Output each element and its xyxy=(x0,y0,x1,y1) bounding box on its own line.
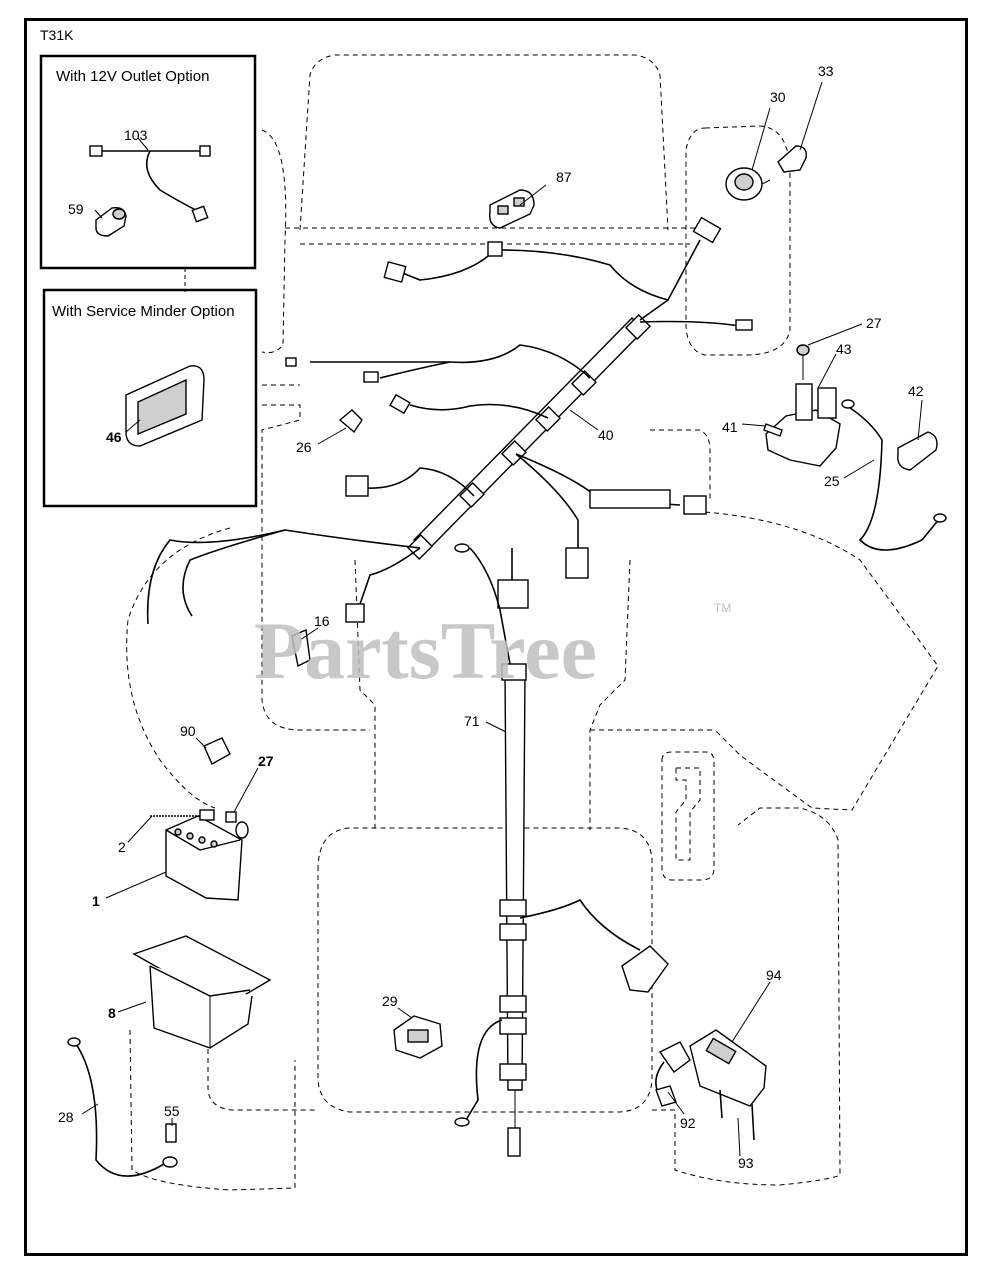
connector-part xyxy=(487,241,503,257)
callout-55: 55 xyxy=(164,1103,180,1119)
connector-part xyxy=(345,475,369,497)
outlet-harness-part xyxy=(89,145,211,223)
connector-part xyxy=(363,371,379,383)
key-part xyxy=(777,145,807,173)
callout-33: 33 xyxy=(818,63,834,79)
callout-8: 8 xyxy=(108,1005,116,1021)
callout-71: 71 xyxy=(464,713,480,729)
terminal-boot-part xyxy=(897,431,938,471)
callout-103: 103 xyxy=(124,127,148,143)
pto-switch-part xyxy=(489,189,535,229)
watermark: PartsTree xyxy=(254,605,597,696)
callout-labels: 103 59 46 87 30 33 27 43 42 41 25 40 26 … xyxy=(58,63,924,1171)
ground-bolt-part xyxy=(165,1123,177,1143)
callout-41: 41 xyxy=(722,419,738,435)
connector-part xyxy=(389,393,411,415)
bolt-part xyxy=(763,423,783,437)
switch-part-16 xyxy=(291,628,311,668)
connector-part xyxy=(565,547,589,579)
service-minder-option-box xyxy=(42,288,258,508)
diagram-code: T31K xyxy=(40,27,74,43)
solenoid-part xyxy=(765,344,841,467)
outlet-option-title: With 12V Outlet Option xyxy=(56,68,209,85)
main-harness-part xyxy=(146,239,741,625)
callout-93: 93 xyxy=(738,1155,754,1171)
callout-59: 59 xyxy=(68,201,84,217)
connector-part xyxy=(383,261,407,283)
starter-cable-part xyxy=(843,403,941,551)
outlet-socket-part xyxy=(95,206,127,237)
callout-92: 92 xyxy=(680,1115,696,1131)
module-connector-part xyxy=(658,1041,691,1073)
ignition-switch-part xyxy=(725,167,771,201)
leader-lines xyxy=(81,81,923,1157)
callout-94: 94 xyxy=(766,967,782,983)
connector-part xyxy=(285,357,297,367)
battery-nut-part xyxy=(225,811,237,823)
outlet-option-box xyxy=(39,54,257,270)
diagram-frame xyxy=(24,18,968,1256)
callout-46: 46 xyxy=(106,429,122,445)
callout-2: 2 xyxy=(118,839,126,855)
callout-27-top: 27 xyxy=(866,315,882,331)
callout-42: 42 xyxy=(908,383,924,399)
battery-tray-part xyxy=(132,935,272,1049)
switch-part-90 xyxy=(203,737,231,765)
control-module-part xyxy=(689,1029,767,1107)
connector-part xyxy=(692,216,722,244)
callout-90: 90 xyxy=(180,723,196,739)
connector-part xyxy=(589,489,671,509)
callout-25: 25 xyxy=(824,473,840,489)
connector-part xyxy=(735,319,753,331)
callout-87: 87 xyxy=(556,169,572,185)
callout-1: 1 xyxy=(92,893,100,909)
service-minder-module-part xyxy=(125,365,205,447)
seat-switch-part xyxy=(393,1015,443,1059)
callout-27-battery: 27 xyxy=(258,753,274,769)
watermark-trademark: TM xyxy=(714,601,731,615)
callout-30: 30 xyxy=(770,89,786,105)
seat-plug-part xyxy=(621,945,669,993)
connector-part xyxy=(345,603,365,623)
ground-cable-part xyxy=(75,1043,165,1177)
rear-harness-part xyxy=(454,543,641,1157)
callout-26: 26 xyxy=(296,439,312,455)
callout-16: 16 xyxy=(314,613,330,629)
module-screw-part xyxy=(719,1089,723,1119)
callout-29: 29 xyxy=(382,993,398,1009)
callout-40: 40 xyxy=(598,427,614,443)
callout-28: 28 xyxy=(58,1109,74,1125)
relay-part xyxy=(338,409,363,434)
tractor-outline xyxy=(126,54,939,1191)
connector-part xyxy=(683,495,707,515)
service-minder-option-title: With Service Minder Option xyxy=(52,303,235,320)
callout-43: 43 xyxy=(836,341,852,357)
battery-part xyxy=(165,809,249,901)
